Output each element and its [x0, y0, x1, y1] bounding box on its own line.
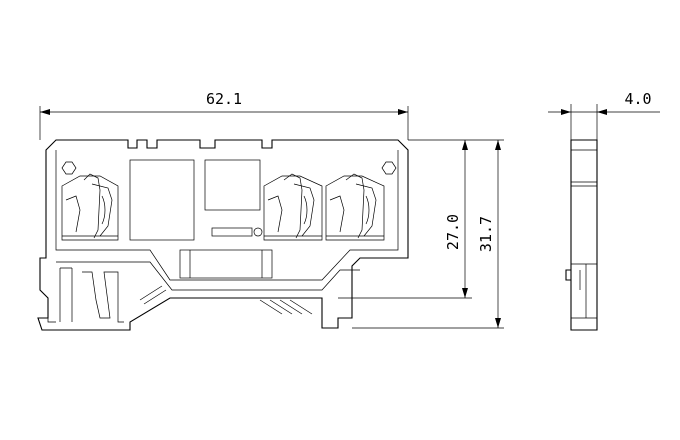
hex-marker-left: [61, 161, 77, 175]
terminal-block-outline: [37, 139, 409, 331]
center-slot: [204, 159, 261, 211]
dimension-label-overall-height: 31.7: [477, 216, 495, 252]
rail-hook: [82, 271, 124, 323]
dimension-inner-height: 27.0: [338, 139, 472, 299]
dimension-overall-height: 31.7: [352, 139, 504, 329]
rail-slot-left: [59, 267, 73, 322]
lower-channel: [56, 261, 360, 291]
dimension-overall-width: 62.1: [39, 90, 409, 140]
side-view: [565, 139, 598, 331]
spring-clamp-left: [61, 173, 119, 241]
dimension-label-overall-width: 62.1: [206, 90, 242, 108]
inner-frame: [55, 150, 399, 281]
spring-clamp-middle: [263, 173, 323, 241]
dimension-thickness: 4.0: [548, 90, 660, 140]
side-profile: [565, 139, 598, 331]
dimension-label-thickness: 4.0: [624, 90, 651, 108]
section-hatching: [139, 285, 313, 315]
screw-marker: [253, 227, 263, 237]
spring-clamp-right: [325, 173, 385, 241]
hex-marker-right: [381, 161, 397, 175]
lower-pocket: [179, 249, 273, 279]
center-bridge: [129, 159, 195, 241]
front-view: [37, 139, 409, 331]
foot-left: [42, 317, 56, 323]
test-plug-slot: [211, 227, 253, 237]
dimension-label-inner-height: 27.0: [444, 214, 462, 250]
